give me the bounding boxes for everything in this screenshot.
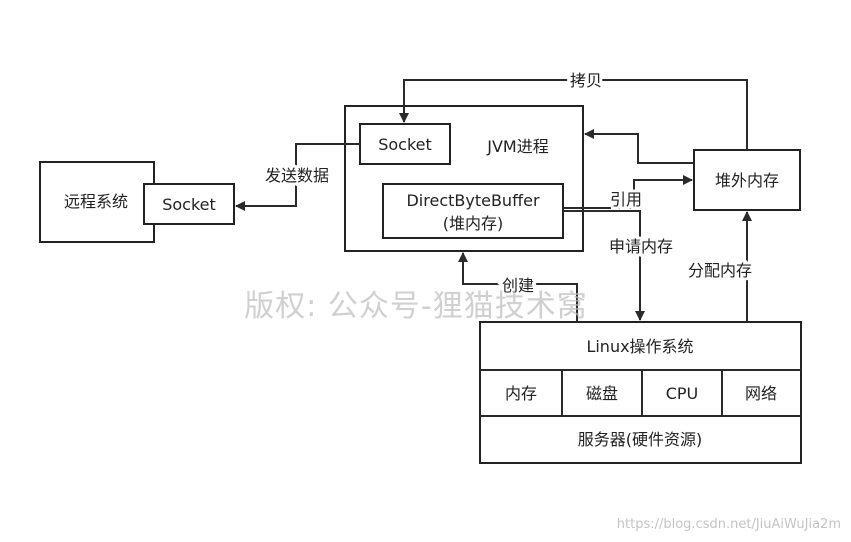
resource-memory-label: 内存 [505,384,537,403]
allocate-memory-label: 分配内存 [688,261,752,280]
reference-arrow [563,175,693,209]
watermark-text: 版权: 公众号-狸猫技术窝 [244,289,587,324]
request-memory-label: 申请内存 [609,237,673,256]
direct-byte-buffer-sublabel: (堆内存) [443,214,504,233]
create-arrow [458,252,578,322]
jvm-socket-label: Socket [378,135,432,154]
jvm-process-label: JVM进程 [486,137,548,156]
copy-label: 拷贝 [570,71,602,90]
create-label: 创建 [502,276,534,295]
remote-system-label: 远程系统 [64,192,128,211]
direct-byte-buffer-box [382,183,564,239]
linux-os-stack-box [479,321,802,464]
reference-label: 引用 [610,190,642,209]
server-hardware-label: 服务器(硬件资源) [578,430,703,449]
request-memory-arrow [563,210,645,321]
offheap-memory-box [693,149,801,211]
resource-disk-label: 磁盘 [586,384,618,403]
copy-arrow [399,79,748,150]
remote-socket-label: Socket [162,195,216,214]
resource-network-label: 网络 [745,384,777,403]
remote-system-box [39,161,155,243]
jvm-socket-box [359,123,451,165]
send-data-label: 发送数据 [265,166,329,185]
resource-cpu-label: CPU [666,384,699,403]
footer-url: https://blog.csdn.net/JiuAiWuJia2m [617,517,841,532]
send-data-arrow [235,143,360,211]
linux-os-label: Linux操作系统 [586,337,693,356]
remote-socket-box [143,183,235,225]
offheap-to-jvm-arrow [584,129,694,164]
offheap-memory-label: 堆外内存 [715,171,779,190]
direct-byte-buffer-label: DirectByteBuffer [406,191,539,210]
